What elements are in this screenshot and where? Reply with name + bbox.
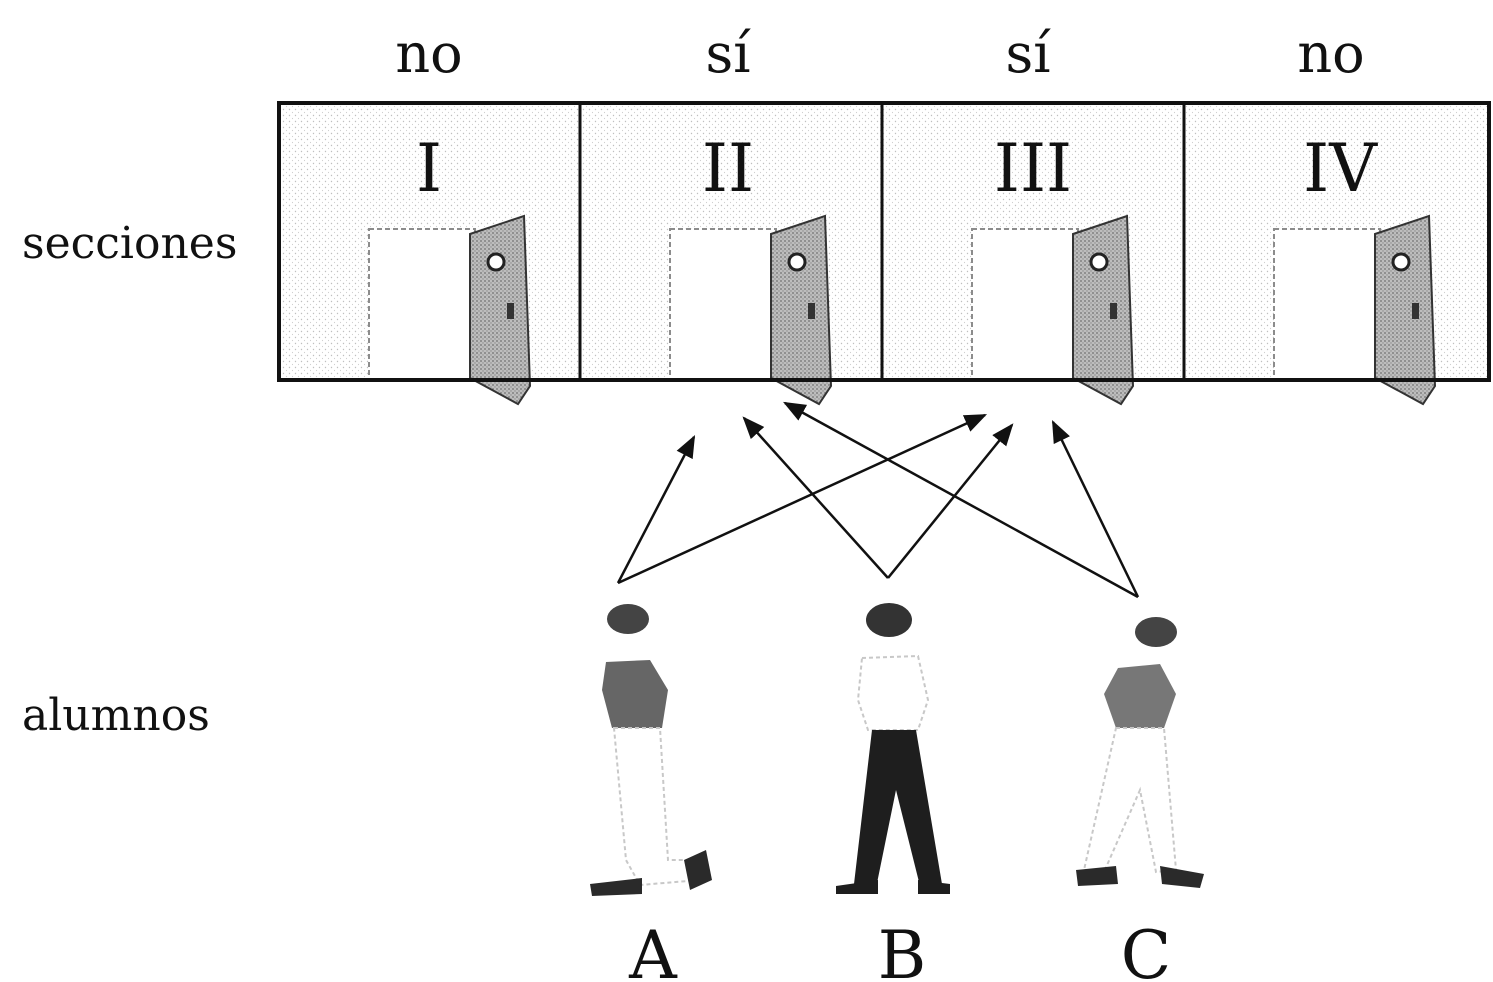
arrow-B-to-II [742, 416, 889, 579]
student-figure-icon [1076, 617, 1204, 888]
section-numeral-III: III [994, 130, 1072, 207]
student-label-C: C [1121, 917, 1172, 982]
door-leaf [469, 214, 532, 406]
student-shoe [918, 880, 950, 894]
student-hair [1135, 617, 1177, 647]
student-shoe [836, 880, 878, 894]
door-frame [669, 228, 777, 381]
student-shirt [856, 654, 930, 731]
sections-strip: no I sí II sí III [277, 22, 1491, 406]
section-IV: no IV [1273, 22, 1437, 406]
student-shoe [1076, 866, 1118, 886]
student-pants [1082, 727, 1178, 874]
door-handle [808, 303, 815, 319]
student-hair [866, 603, 912, 637]
door-sign [1391, 252, 1411, 272]
student-shirt [1104, 664, 1176, 728]
door-frame [368, 228, 476, 381]
door-icon [669, 214, 833, 406]
door-sign [787, 252, 807, 272]
section-numeral-IV: IV [1303, 130, 1378, 207]
student-figure-icon [836, 603, 950, 894]
arrow-A-to-II [616, 435, 696, 584]
student-C: C [1076, 617, 1204, 982]
section-I: no I [368, 22, 532, 406]
door-handle [1412, 303, 1419, 319]
student-shoe [684, 850, 712, 890]
door-handle [507, 303, 514, 319]
student-hair [607, 604, 649, 634]
student-shoe [590, 878, 642, 896]
door-handle [1110, 303, 1117, 319]
door-icon [1273, 214, 1437, 406]
student-A: A [590, 604, 712, 982]
section-answer-III: sí [1006, 22, 1052, 85]
door-leaf [770, 214, 833, 406]
arrow-B-to-III [887, 423, 1014, 579]
section-numeral-II: II [702, 130, 754, 207]
student-figure-icon [590, 604, 712, 896]
door-frame [1273, 228, 1381, 381]
students-row-label: alumnos [22, 690, 210, 741]
sections-row-label: secciones [22, 218, 237, 269]
arrow-C-to-II [783, 401, 1139, 599]
section-answer-II: sí [706, 22, 752, 85]
sections-strip-border [277, 101, 1491, 382]
section-III: sí III [971, 22, 1135, 406]
arrow-A-to-III [617, 413, 988, 585]
door-sign [486, 252, 506, 272]
door-sign [1089, 252, 1109, 272]
section-numeral-I: I [416, 130, 442, 207]
student-label-A: A [628, 917, 678, 982]
section-answer-IV: no [1297, 22, 1364, 85]
door-icon [971, 214, 1135, 406]
door-leaf [1072, 214, 1135, 406]
section-answer-I: no [395, 22, 462, 85]
door-leaf [1374, 214, 1437, 406]
arrow-C-to-III [1051, 419, 1140, 598]
section-II: sí II [669, 22, 833, 406]
student-B: B [836, 603, 950, 982]
door-icon [368, 214, 532, 406]
student-shirt [602, 660, 668, 728]
door-frame [971, 228, 1079, 381]
student-label-B: B [878, 917, 927, 982]
student-shoe [1160, 866, 1204, 888]
student-pants [854, 730, 942, 888]
choice-arrows [616, 401, 1140, 599]
